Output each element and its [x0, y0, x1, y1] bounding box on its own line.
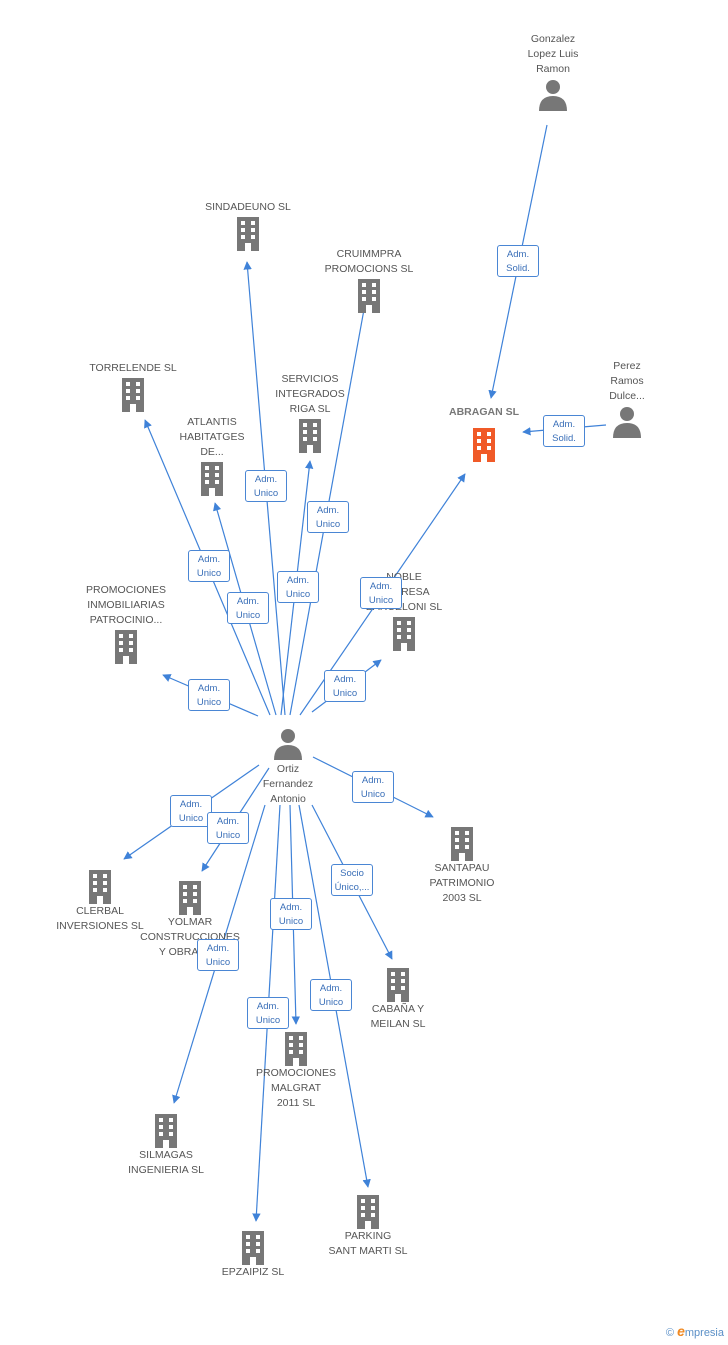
- node-clerbal-company[interactable]: CLERBAL INVERSIONES SL: [40, 868, 160, 934]
- edge-label-cruimmpra[interactable]: Adm. Unico: [307, 501, 349, 533]
- edge-label-perez[interactable]: Adm. Solid.: [543, 415, 585, 447]
- copyright-symbol: ©: [665, 1327, 675, 1339]
- node-servicios-company[interactable]: SERVICIOS INTEGRADOS RIGA SL: [250, 372, 370, 453]
- node-cruimmpra-company[interactable]: CRUIMMPRA PROMOCIONS SL: [309, 247, 429, 313]
- edge-label-sindadeuno[interactable]: Adm. Unico: [245, 470, 287, 502]
- building-icon: [237, 217, 259, 251]
- node-santapau-company[interactable]: SANTAPAU PATRIMONIO 2003 SL: [402, 825, 522, 906]
- node-label: ATLANTIS HABITATGES DE...: [179, 416, 245, 458]
- edge-label-noble[interactable]: Adm. Unico: [324, 670, 366, 702]
- building-icon: [451, 827, 473, 861]
- edge-label-atlantis[interactable]: Adm. Unico: [227, 592, 269, 624]
- node-abragan-company[interactable]: ABRAGAN SL: [424, 405, 544, 462]
- edge-label-torrelende[interactable]: Adm. Unico: [188, 550, 230, 582]
- empresia-logo: © empresia: [666, 1323, 724, 1339]
- node-cabana-company[interactable]: CABAÑA Y MEILAN SL: [338, 966, 458, 1032]
- node-sindadeuno-company[interactable]: SINDADEUNO SL: [188, 200, 308, 251]
- node-label: CRUIMMPRA PROMOCIONS SL: [324, 248, 414, 275]
- brand-name: mpresia: [684, 1327, 724, 1339]
- edge-label-gonzalez[interactable]: Adm. Solid.: [497, 245, 539, 277]
- node-label: ABRAGAN SL: [449, 406, 519, 418]
- person-icon: [613, 407, 641, 438]
- building-icon: [89, 870, 111, 904]
- building-icon: [115, 630, 137, 664]
- node-label: SANTAPAU PATRIMONIO 2003 SL: [429, 862, 495, 904]
- building-icon: [285, 1032, 307, 1066]
- building-icon: [473, 428, 495, 462]
- building-icon: [358, 279, 380, 313]
- building-icon: [387, 968, 409, 1002]
- building-icon: [357, 1195, 379, 1229]
- node-silmagas-company[interactable]: SILMAGAS INGENIERIA SL: [106, 1112, 226, 1178]
- edge-label-yolmar[interactable]: Adm. Unico: [207, 812, 249, 844]
- node-label: PARKING SANT MARTI SL: [328, 1230, 408, 1257]
- building-icon: [122, 378, 144, 412]
- node-torrelende-company[interactable]: TORRELENDE SL: [73, 361, 193, 412]
- node-label: SILMAGAS INGENIERIA SL: [128, 1149, 204, 1176]
- node-label: CABAÑA Y MEILAN SL: [370, 1003, 426, 1030]
- node-parking-company[interactable]: PARKING SANT MARTI SL: [308, 1193, 428, 1259]
- node-label: Gonzalez Lopez Luis Ramon: [527, 33, 579, 75]
- edge-label-epzaipiz[interactable]: Adm. Unico: [247, 997, 289, 1029]
- edge-label-clerbal[interactable]: Adm. Unico: [170, 795, 212, 827]
- node-atlantis-company[interactable]: ATLANTIS HABITATGES DE...: [152, 415, 272, 496]
- node-label: TORRELENDE SL: [89, 362, 177, 374]
- edge-label-parking[interactable]: Adm. Unico: [310, 979, 352, 1011]
- edge-label-abragan[interactable]: Adm. Unico: [360, 577, 402, 609]
- edge-label-santapau[interactable]: Adm. Unico: [352, 771, 394, 803]
- node-label: Perez Ramos Dulce...: [609, 360, 645, 402]
- building-icon: [179, 881, 201, 915]
- node-malgrat-company[interactable]: PROMOCIONES MALGRAT 2011 SL: [236, 1030, 356, 1111]
- edge-label-cabana[interactable]: Socio Único,...: [331, 864, 373, 896]
- node-label: SERVICIOS INTEGRADOS RIGA SL: [275, 373, 345, 415]
- edge-label-silmagas[interactable]: Adm. Unico: [197, 939, 239, 971]
- node-epzaipiz-company[interactable]: EPZAIPIZ SL: [193, 1229, 313, 1280]
- edge-label-malgrat[interactable]: Adm. Unico: [270, 898, 312, 930]
- node-label: EPZAIPIZ SL: [221, 1266, 285, 1278]
- person-icon: [274, 729, 302, 760]
- node-label: PROMOCIONES MALGRAT 2011 SL: [256, 1067, 336, 1109]
- edge-label-promociones[interactable]: Adm. Unico: [188, 679, 230, 711]
- building-icon: [242, 1231, 264, 1265]
- building-icon: [393, 617, 415, 651]
- node-promociones-patrocinio-company[interactable]: PROMOCIONES INMOBILIARIAS PATROCINIO...: [66, 583, 186, 664]
- building-icon: [201, 462, 223, 496]
- node-gonzalez-person[interactable]: Gonzalez Lopez Luis Ramon: [493, 32, 613, 113]
- node-label: Ortiz Fernandez Antonio: [262, 763, 314, 805]
- building-icon: [155, 1114, 177, 1148]
- brand-initial: e: [677, 1323, 685, 1339]
- node-ortiz-person[interactable]: Ortiz Fernandez Antonio: [228, 726, 348, 807]
- edge-label-servicios[interactable]: Adm. Unico: [277, 571, 319, 603]
- node-label: SINDADEUNO SL: [205, 201, 291, 213]
- node-label: CLERBAL INVERSIONES SL: [56, 905, 144, 932]
- person-icon: [539, 80, 567, 111]
- building-icon: [299, 419, 321, 453]
- node-label: PROMOCIONES INMOBILIARIAS PATROCINIO...: [86, 584, 166, 626]
- node-perez-person[interactable]: Perez Ramos Dulce...: [567, 359, 687, 440]
